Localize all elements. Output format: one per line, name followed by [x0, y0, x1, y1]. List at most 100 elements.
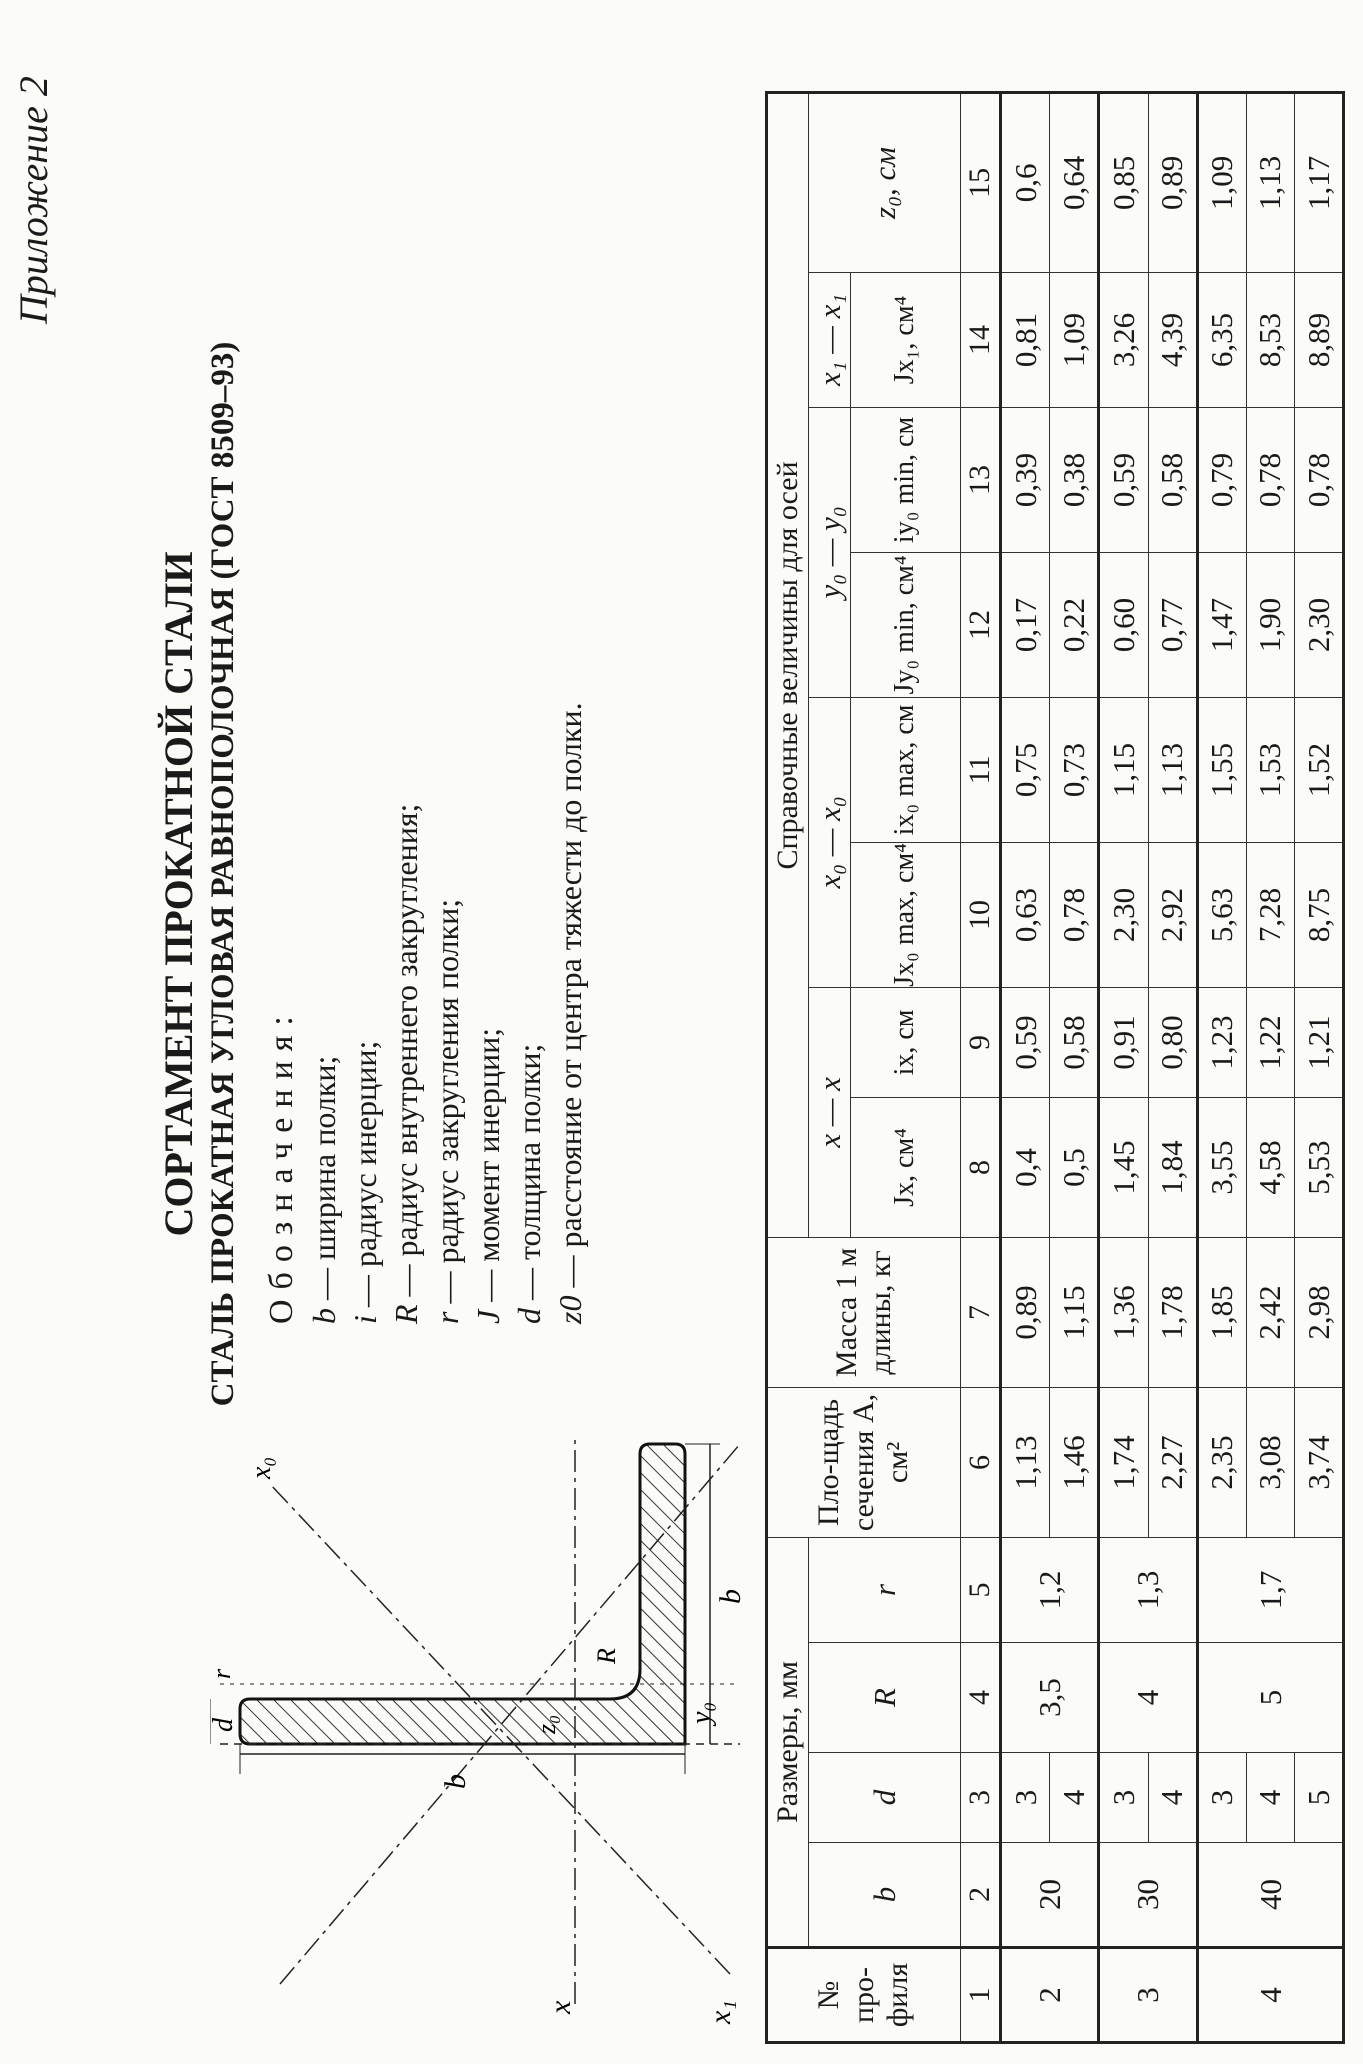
cell-Jx0: 2,30	[1098, 842, 1149, 988]
cell-iy0: 0,78	[1294, 407, 1344, 553]
cell-d: 5	[1294, 1752, 1344, 1843]
cell-ix: 0,80	[1148, 987, 1198, 1098]
legend-text: — момент инерции;	[470, 1027, 506, 1310]
cell-r: 1,2	[1000, 1537, 1099, 1643]
cell-z0: 1,09	[1197, 92, 1247, 273]
cell-iy0: 0,39	[1000, 407, 1050, 553]
cell-Jy0: 0,22	[1049, 552, 1099, 698]
cell-Jy0: 0,77	[1148, 552, 1198, 698]
cell-A: 1,46	[1049, 1387, 1099, 1538]
cell-z0: 0,6	[1000, 92, 1050, 273]
cell-d: 4	[1049, 1752, 1099, 1843]
legend-symbol: R	[388, 1304, 424, 1324]
header-area: Пло-щадь сечения A, см²	[766, 1387, 961, 1538]
cell-z0: 0,85	[1098, 92, 1149, 273]
page-title: СОРТАМЕНТ ПРОКАТНОЙ СТАЛИ	[156, 551, 201, 1237]
cell-d: 3	[1000, 1752, 1050, 1843]
legend-items: b — ширина полки;i — радиус инерции;R — …	[304, 224, 591, 1324]
cell-m: 0,89	[1000, 1237, 1050, 1388]
header-ix0max: ix₀ max, см	[850, 697, 961, 843]
cell-A: 3,08	[1246, 1387, 1295, 1538]
legend-item: r — радиус закругления полки;	[427, 224, 468, 1324]
cell-Jy0: 0,60	[1098, 552, 1149, 698]
cell-Jy0: 2,30	[1294, 552, 1344, 698]
column-number: 2	[960, 1842, 1001, 1948]
cell-ix0: 1,53	[1246, 697, 1295, 843]
cell-Jx0: 0,78	[1049, 842, 1099, 988]
legend-item: d — толщина полки;	[509, 224, 550, 1324]
header-axis-x0: x₀ — x₀	[808, 697, 851, 988]
header-axis-y0: y₀ — y₀	[808, 407, 851, 698]
column-number: 15	[960, 92, 1001, 273]
cell-d: 3	[1197, 1752, 1247, 1843]
cell-Jy0: 1,47	[1197, 552, 1247, 698]
label-r: r	[210, 1668, 236, 1679]
column-number: 13	[960, 407, 1001, 553]
cell-ix: 0,59	[1000, 987, 1050, 1098]
cell-m: 1,85	[1197, 1237, 1247, 1388]
label-y0: y₀	[686, 1702, 717, 1727]
cell-Jx: 0,4	[1000, 1097, 1050, 1238]
header-Jx: Jx, см⁴	[850, 1097, 961, 1238]
legend-text: — радиус инерции;	[347, 1040, 383, 1316]
header-axis-x1: x₁ — x₁	[808, 272, 851, 408]
cell-iy0: 0,38	[1049, 407, 1099, 553]
label-x1: x₁	[704, 2000, 737, 2025]
cell-b: 40	[1197, 1842, 1344, 1948]
cell-Jy0: 1,90	[1246, 552, 1295, 698]
axis-y0	[279, 1443, 741, 1985]
cell-m: 2,42	[1246, 1237, 1295, 1388]
column-number: 6	[960, 1387, 1001, 1538]
cell-ix: 0,91	[1098, 987, 1149, 1098]
cell-Jx: 1,84	[1148, 1097, 1198, 1238]
header-reference: Справочные величины для осей	[766, 92, 809, 1238]
page-subtitle: СТАЛЬ ПРОКАТНАЯ УГЛОВАЯ РАВНОПОЛОЧНАЯ (Г…	[205, 341, 241, 1407]
cell-R: 3,5	[1000, 1642, 1099, 1753]
header-R: R	[808, 1642, 961, 1753]
cell-Jx1: 0,81	[1000, 272, 1050, 408]
column-number: 9	[960, 987, 1001, 1098]
cell-A: 2,35	[1197, 1387, 1247, 1538]
label-x0: x₀	[246, 1457, 277, 1480]
legend: Обозначения: b — ширина полки;i — радиус…	[260, 224, 591, 1324]
header-r: r	[808, 1537, 961, 1643]
legend-text: — ширина полки;	[306, 1055, 342, 1308]
cell-ix: 0,58	[1049, 987, 1099, 1098]
cell-r: 1,3	[1098, 1537, 1198, 1643]
legend-text: — толщина полки;	[511, 1043, 547, 1308]
cell-b: 30	[1098, 1842, 1198, 1948]
legend-item: b — ширина полки;	[304, 224, 345, 1324]
legend-text: — радиус закругления полки;	[429, 898, 465, 1312]
cell-d: 4	[1148, 1752, 1198, 1843]
cell-Jy0: 0,17	[1000, 552, 1050, 698]
cell-Jx: 1,45	[1098, 1097, 1149, 1238]
column-number: 3	[960, 1752, 1001, 1843]
cell-ix0: 0,75	[1000, 697, 1050, 843]
cell-Jx0: 7,28	[1246, 842, 1295, 988]
column-number: 12	[960, 552, 1001, 698]
cell-d: 3	[1098, 1752, 1149, 1843]
label-R: R	[592, 1648, 621, 1665]
header-z0: z₀, см	[808, 92, 961, 273]
cell-Jx1: 6,35	[1197, 272, 1247, 408]
column-number: 4	[960, 1642, 1001, 1753]
cell-A: 2,27	[1148, 1387, 1198, 1538]
column-number: 8	[960, 1097, 1001, 1238]
label-x: x	[544, 2000, 577, 2015]
cell-iy0: 0,59	[1098, 407, 1149, 553]
cell-m: 1,15	[1049, 1237, 1099, 1388]
angle-profile-diagram: b b d R r x x₁ y₀ x₀ z₀	[210, 1434, 747, 2025]
column-number: 10	[960, 842, 1001, 988]
cell-d: 4	[1246, 1752, 1295, 1843]
cell-iy0: 0,79	[1197, 407, 1247, 553]
cell-z0: 1,13	[1246, 92, 1295, 273]
legend-symbol: r	[429, 1311, 465, 1324]
cell-Jx0: 0,63	[1000, 842, 1050, 988]
cell-Jx: 0,5	[1049, 1097, 1099, 1238]
cell-z0: 0,89	[1148, 92, 1198, 273]
header-dimensions: Размеры, мм	[766, 1537, 809, 1948]
